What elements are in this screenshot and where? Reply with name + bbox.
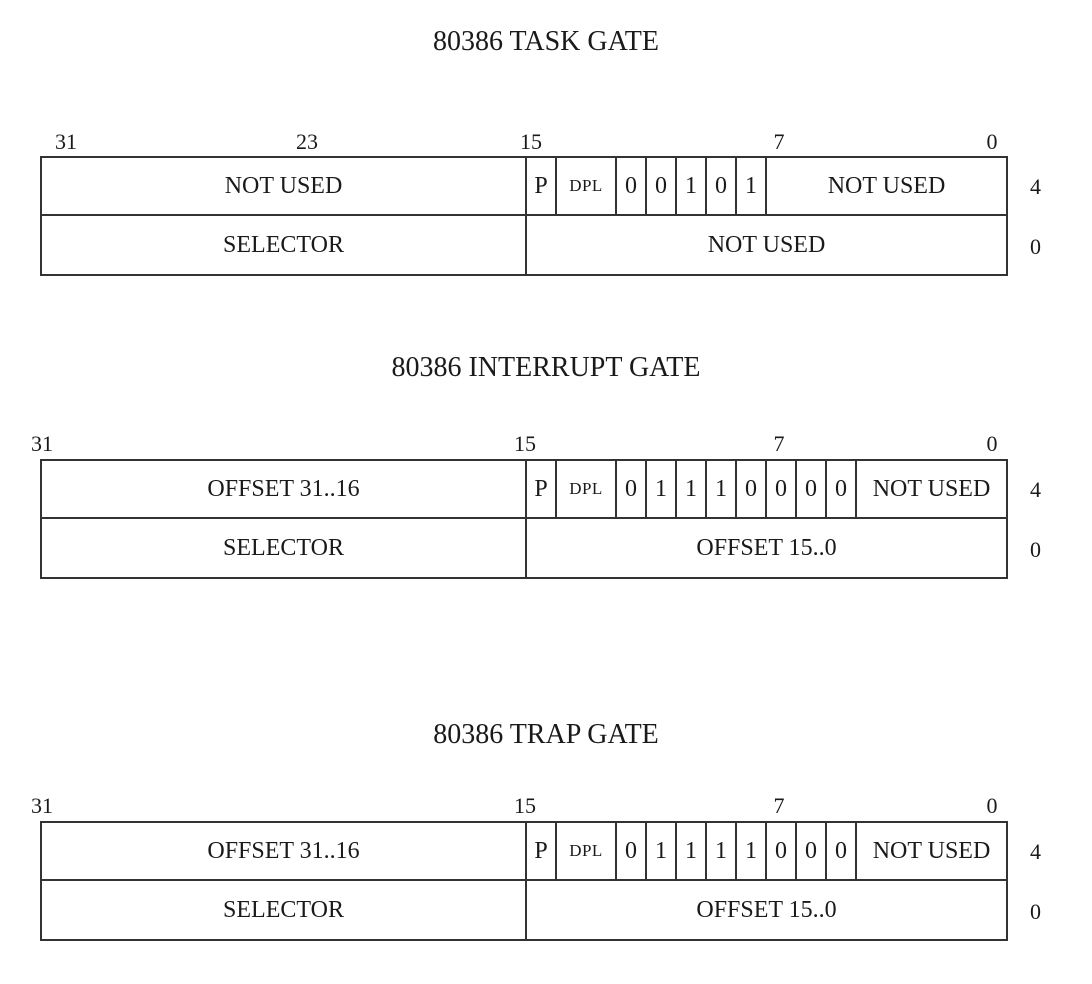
type-bit-field: 0: [615, 461, 645, 517]
interrupt-gate-upper-dword: OFFSET 31..16 P DPL 0 1 1 1 0 0 0 0 NOT …: [40, 459, 1008, 519]
selector-field: SELECTOR: [223, 534, 344, 561]
selector-field: SELECTOR: [223, 231, 344, 258]
bit-label-31: 31: [31, 793, 53, 818]
bit-label-7: 7: [773, 431, 785, 456]
bit-label-0: 0: [986, 129, 998, 154]
bit-label-7: 7: [773, 129, 785, 154]
offset-high-field: OFFSET 31..16: [207, 837, 360, 864]
present-bit-field: P: [525, 461, 555, 517]
present-bit-field: P: [525, 158, 555, 214]
trap-gate-lower-dword: SELECTOR OFFSET 15..0: [40, 881, 1008, 941]
trap-gate-upper-dword: OFFSET 31..16 P DPL 0 1 1 1 1 0 0 0 NOT …: [40, 821, 1008, 881]
interrupt-gate-title: 80386 INTERRUPT GATE: [391, 352, 701, 383]
type-bit-field: 0: [735, 461, 765, 517]
present-bit-field: P: [525, 823, 555, 879]
row-offset-label: 4: [1030, 477, 1041, 502]
type-bit-field: 0: [795, 461, 825, 517]
not-used-field: NOT USED: [855, 823, 1006, 879]
type-bit-field: 1: [645, 823, 675, 879]
interrupt-gate-lower-dword: SELECTOR OFFSET 15..0: [40, 519, 1008, 579]
type-bit-field: 1: [735, 158, 765, 214]
not-used-field: NOT USED: [765, 158, 1006, 214]
type-bit-field: 0: [765, 461, 795, 517]
task-gate-upper-dword: NOT USED P DPL 0 0 1 0 1 NOT USED: [40, 156, 1008, 216]
task-gate-title: 80386 TASK GATE: [433, 26, 659, 57]
type-bit-field: 0: [615, 823, 645, 879]
type-bit-field: 1: [675, 158, 705, 214]
type-bit-field: 0: [765, 823, 795, 879]
type-bit-field: 0: [645, 158, 675, 214]
bit-label-31: 31: [55, 129, 77, 154]
row-offset-label: 0: [1030, 234, 1041, 259]
not-used-field: NOT USED: [855, 461, 1006, 517]
bit-label-23: 23: [296, 129, 318, 154]
task-gate-lower-dword: SELECTOR NOT USED: [40, 216, 1008, 276]
dpl-field: DPL: [555, 823, 615, 879]
bit-label-31: 31: [31, 431, 53, 456]
bit-label-0: 0: [986, 793, 998, 818]
offset-high-field: OFFSET 31..16: [207, 475, 360, 502]
bit-label-15: 15: [520, 129, 542, 154]
type-bit-field: 1: [735, 823, 765, 879]
type-bit-field: 1: [675, 823, 705, 879]
type-bit-field: 0: [795, 823, 825, 879]
bit-label-0: 0: [986, 431, 998, 456]
bit-label-15: 15: [514, 793, 536, 818]
selector-field: SELECTOR: [223, 896, 344, 923]
bit-label-7: 7: [773, 793, 785, 818]
trap-gate-title: 80386 TRAP GATE: [433, 719, 659, 750]
row-offset-label: 4: [1030, 174, 1041, 199]
row-offset-label: 0: [1030, 537, 1041, 562]
row-offset-label: 4: [1030, 839, 1041, 864]
offset-low-field: OFFSET 15..0: [525, 881, 1006, 939]
dpl-field: DPL: [555, 158, 615, 214]
type-bit-field: 0: [825, 461, 855, 517]
type-bit-field: 0: [825, 823, 855, 879]
type-bit-field: 1: [675, 461, 705, 517]
not-used-field: NOT USED: [224, 172, 343, 199]
type-bit-field: 0: [705, 158, 735, 214]
type-bit-field: 1: [645, 461, 675, 517]
type-bit-field: 0: [615, 158, 645, 214]
row-offset-label: 0: [1030, 899, 1041, 924]
type-bit-field: 1: [705, 461, 735, 517]
not-used-field: NOT USED: [525, 216, 1006, 274]
offset-low-field: OFFSET 15..0: [525, 519, 1006, 577]
type-bit-field: 1: [705, 823, 735, 879]
dpl-field: DPL: [555, 461, 615, 517]
bit-label-15: 15: [514, 431, 536, 456]
